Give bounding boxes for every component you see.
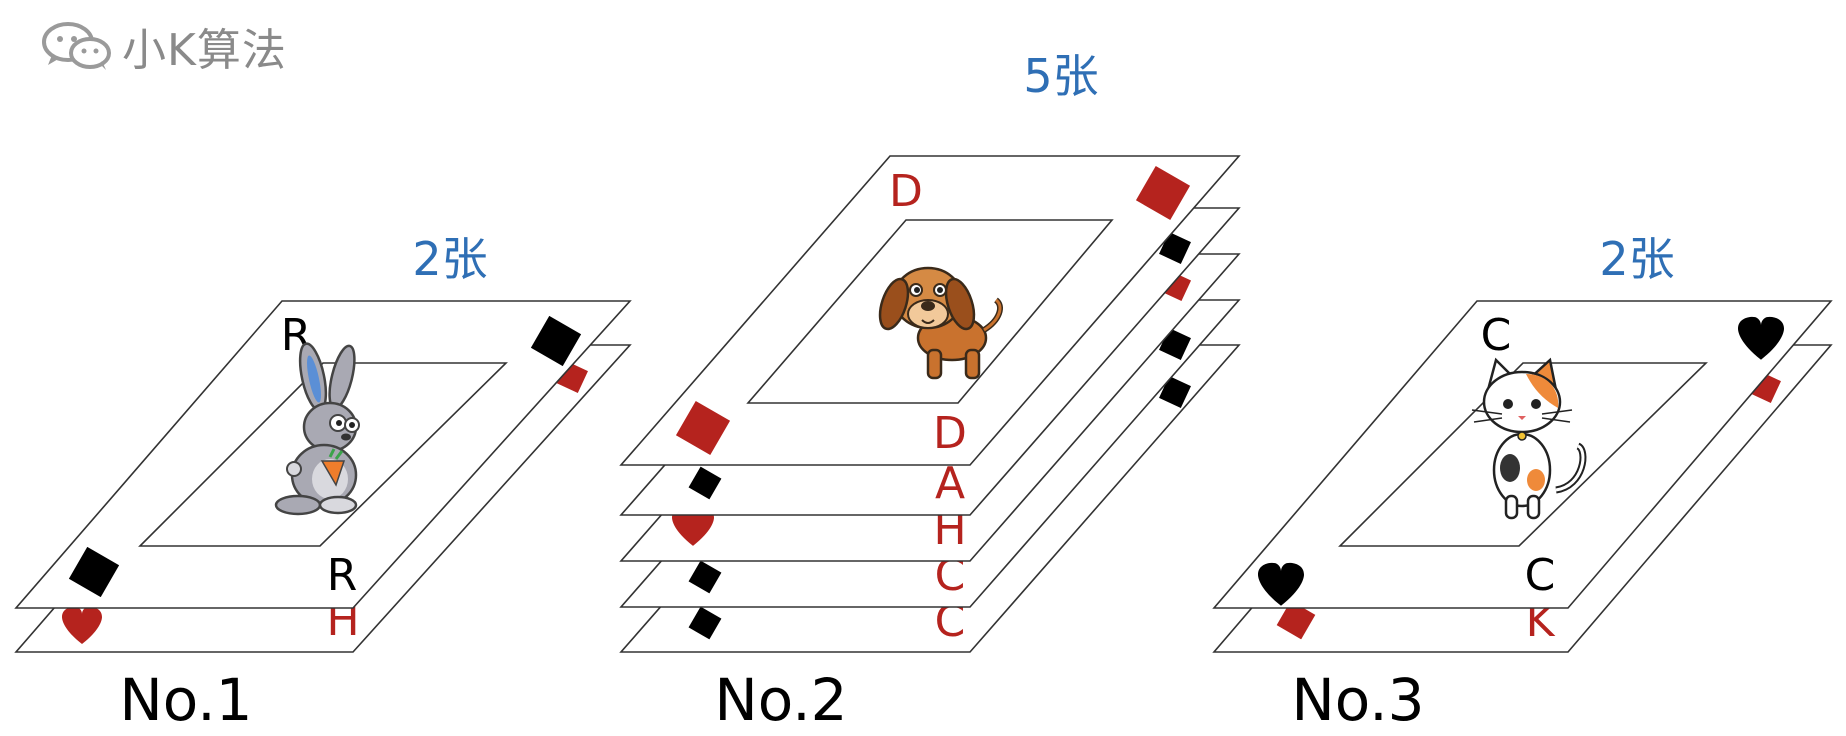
- card-rank-top: C: [1481, 310, 1512, 361]
- logo-text: 小K算法: [122, 25, 287, 76]
- card-rank: A: [935, 458, 965, 509]
- stack-1: H R R: [14, 300, 632, 653]
- stack-3: K C C: [1212, 300, 1833, 653]
- stack-2-label: No.2: [714, 666, 847, 734]
- cat-icon: [1471, 357, 1587, 520]
- stack-1-label: No.1: [119, 666, 252, 734]
- stack-3-label: No.3: [1291, 666, 1424, 734]
- stack-3-top-card: C C: [1212, 300, 1833, 609]
- dog-icon: [878, 266, 1003, 380]
- stack-1-top-card: R R: [14, 300, 632, 609]
- card-rank-bottom: D: [933, 408, 967, 459]
- wechat-icon: [42, 22, 111, 70]
- stack-2-top-card: D D: [619, 155, 1241, 466]
- rabbit-icon: [274, 342, 360, 516]
- stack-2: C C H A D D: [619, 155, 1241, 653]
- stack-3-count: 2张: [1599, 232, 1674, 286]
- card-rank-bottom: R: [327, 550, 358, 601]
- stack-2-count: 5张: [1023, 49, 1098, 103]
- logo: 小K算法: [42, 14, 287, 78]
- stack-1-count: 2张: [412, 232, 487, 286]
- card-rank-bottom: C: [1525, 550, 1556, 601]
- card-rank-top: D: [889, 166, 923, 217]
